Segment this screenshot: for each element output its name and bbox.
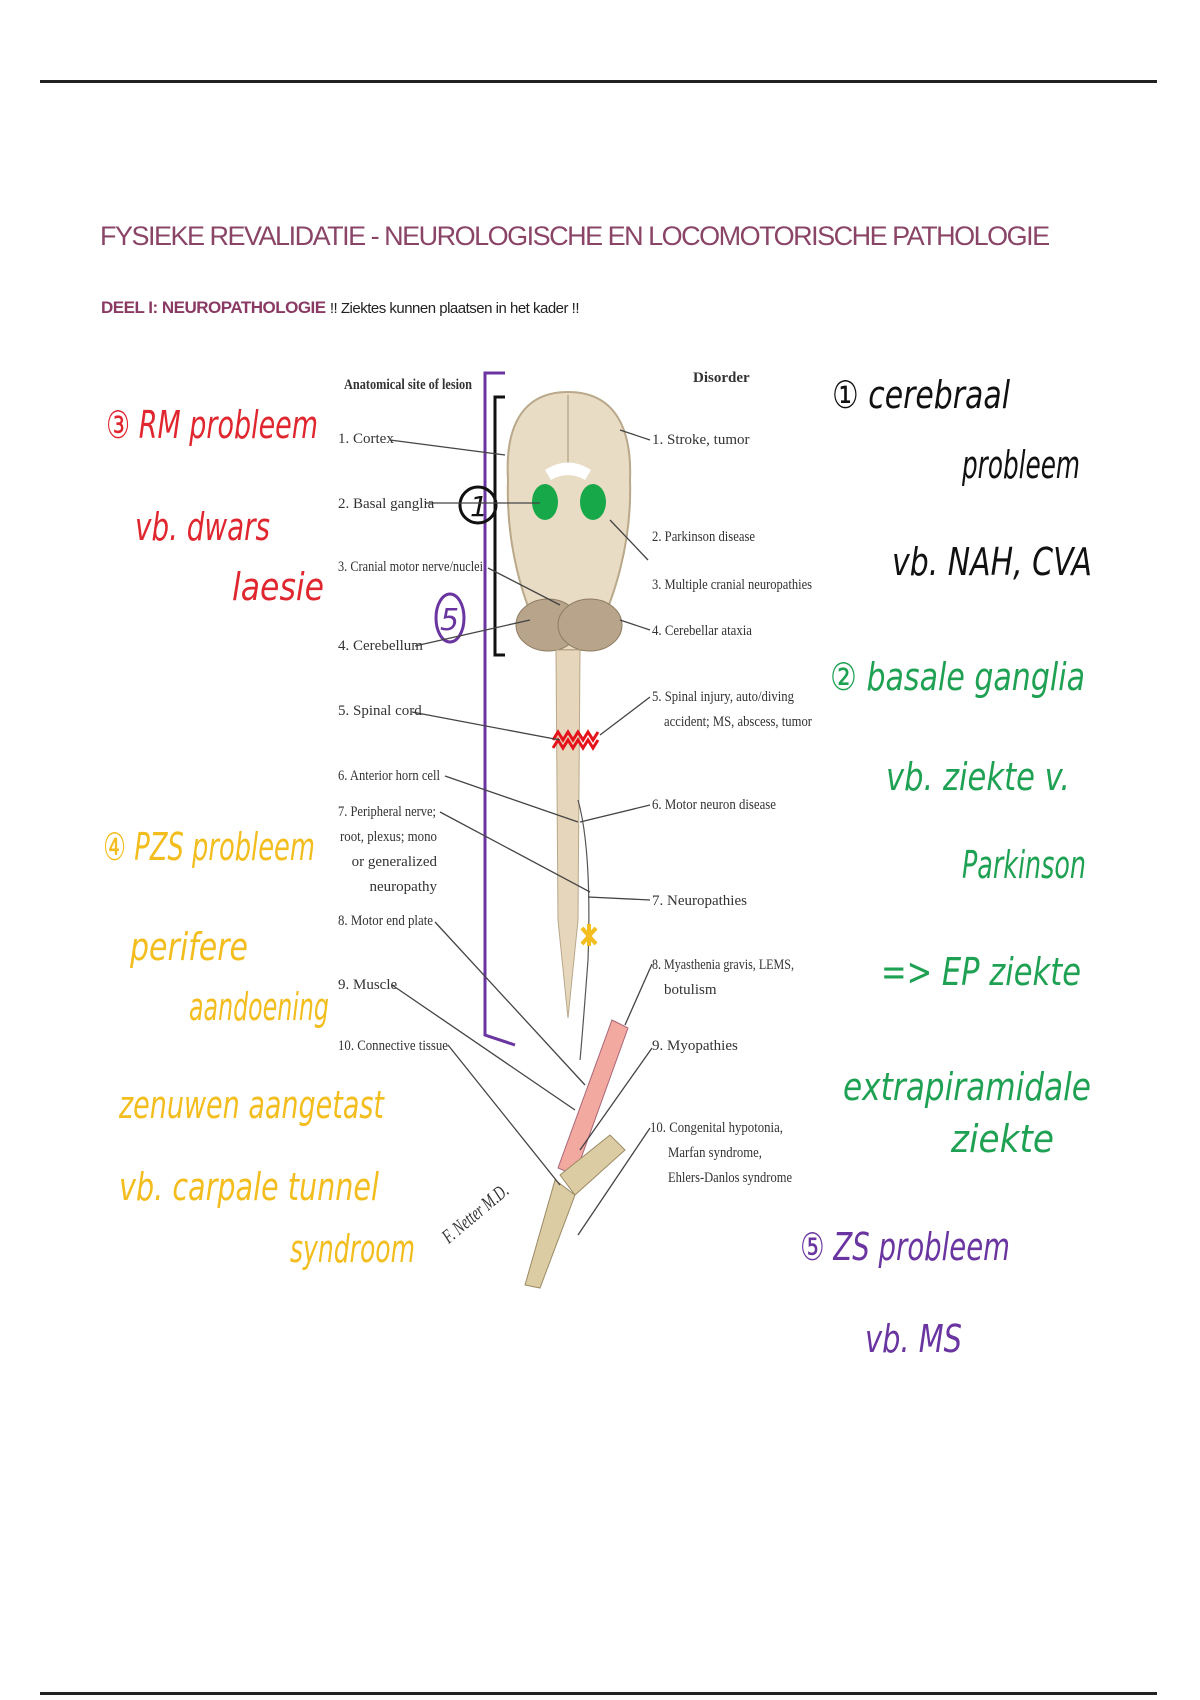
annotation-basale-text: => EP ziekte xyxy=(881,950,1081,994)
section-heading: DEEL I: NEUROPATHOLOGIE !! Ziektes kunne… xyxy=(101,298,1101,318)
disorder-label: 3. Multiple cranial neuropathies xyxy=(652,577,812,593)
site-label: root, plexus; mono xyxy=(340,829,437,845)
annotation-zs-title: ⑤ ZS probleem xyxy=(800,1225,1010,1269)
annotation-pzs-example: vb. carpale tunnel xyxy=(119,1165,379,1209)
disorder-label: botulism xyxy=(664,982,717,998)
site-label: 6. Anterior horn cell xyxy=(338,768,440,784)
disorder-label: 7. Neuropathies xyxy=(652,893,747,909)
annotation-rm-example: laesie xyxy=(232,565,324,609)
lesion-mark xyxy=(551,729,600,751)
basal-ganglia-left xyxy=(532,484,558,520)
disorder-label: 8. Myasthenia gravis, LEMS, xyxy=(652,957,794,973)
annotation-pzs-text: perifere xyxy=(129,925,248,969)
disorder-label: 2. Parkinson disease xyxy=(652,529,755,545)
annotation-cerebraal-title: probleem xyxy=(961,443,1080,487)
brain-illustration xyxy=(506,390,632,1289)
annotation-pzs-text: zenuwen aangetast xyxy=(118,1083,385,1127)
annotation-basale-text: ziekte xyxy=(950,1117,1054,1161)
site-label: 2. Basal ganglia xyxy=(338,496,435,512)
site-label: 4. Cerebellum xyxy=(338,638,423,654)
annotation-pzs-title: ④ PZS probleem xyxy=(103,825,315,869)
bracket-number-5: 5 xyxy=(440,603,459,638)
annotation-basale-example: vb. ziekte v. xyxy=(886,755,1070,799)
site-label: 5. Spinal cord xyxy=(338,703,422,719)
annotation-basale-text: extrapiramidale xyxy=(843,1065,1091,1109)
leader-lines xyxy=(389,429,653,1236)
annotation-pzs-example: syndroom xyxy=(290,1227,415,1271)
right-heading: Disorder xyxy=(693,370,750,386)
site-label: 1. Cortex xyxy=(338,431,394,447)
annotation-basale-example: Parkinson xyxy=(962,843,1086,887)
disorder-label: accident; MS, abscess, tumor xyxy=(664,714,812,730)
annotation-cerebraal-title: ① cerebraal xyxy=(832,373,1010,417)
zs-bracket xyxy=(483,371,516,1047)
disorder-label: Ehlers-Danlos syndrome xyxy=(668,1170,792,1186)
site-label: 9. Muscle xyxy=(338,977,398,993)
annotation-rm-example: vb. dwars xyxy=(135,505,270,549)
disorder-label: 10. Congenital hypotonia, xyxy=(650,1120,783,1136)
basal-ganglia-right xyxy=(580,484,606,520)
section-note: !! Ziektes kunnen plaatsen in het kader … xyxy=(329,300,580,317)
bottom-rule xyxy=(40,1692,1157,1695)
disorder-label: 6. Motor neuron disease xyxy=(652,797,776,813)
star-mark xyxy=(580,924,598,946)
annotation-zs-example: vb. MS xyxy=(865,1317,962,1361)
top-rule xyxy=(40,80,1157,83)
page-title: FYSIEKE REVALIDATIE - NEUROLOGISCHE EN L… xyxy=(100,221,1050,251)
disorder-label: Marfan syndrome, xyxy=(668,1145,762,1161)
site-label: neuropathy xyxy=(370,879,438,895)
site-label: or generalized xyxy=(352,854,438,870)
site-label: 10. Connective tissue xyxy=(338,1038,448,1054)
disorder-label: 5. Spinal injury, auto/diving xyxy=(652,689,794,705)
site-label: 7. Peripheral nerve; xyxy=(338,804,436,820)
annotation-basale-title: ② basale ganglia xyxy=(830,655,1085,699)
annotation-cerebraal-example: vb. NAH, CVA xyxy=(892,540,1092,584)
section-title: DEEL I: NEUROPATHOLOGIE xyxy=(101,298,326,317)
disorder-label: 9. Myopathies xyxy=(652,1038,738,1054)
disorder-label: 4. Cerebellar ataxia xyxy=(652,623,752,639)
site-label: 3. Cranial motor nerve/nuclei xyxy=(338,559,483,575)
site-label: 8. Motor end plate xyxy=(338,913,433,929)
bracket-number-1: 1 xyxy=(470,490,488,523)
disorder-label: 1. Stroke, tumor xyxy=(652,432,750,448)
cns-bracket xyxy=(493,395,505,657)
netter-signature: F. Netter M.D. xyxy=(437,1180,513,1249)
left-heading: Anatomical site of lesion xyxy=(344,377,473,393)
annotation-pzs-text: aandoening xyxy=(189,985,329,1029)
annotation-rm-title: ③ RM probleem xyxy=(106,403,318,447)
